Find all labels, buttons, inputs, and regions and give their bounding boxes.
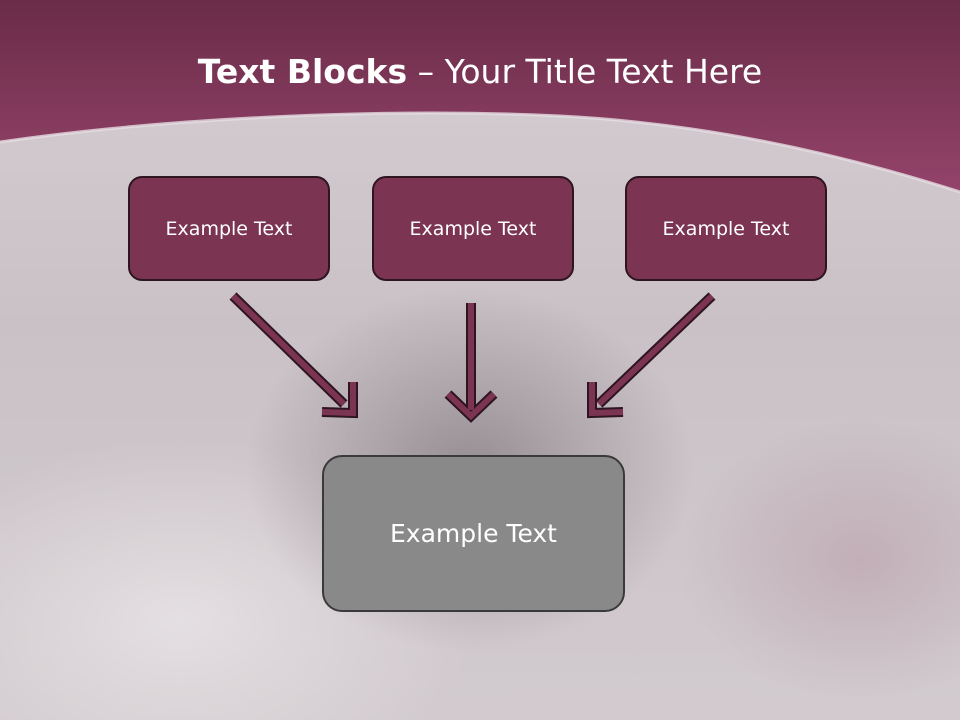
- text-block-2[interactable]: Example Text: [372, 176, 574, 281]
- title-bold: Text Blocks: [197, 52, 408, 91]
- text-block-1-label: Example Text: [165, 217, 293, 240]
- text-block-bottom-label: Example Text: [390, 519, 557, 548]
- text-block-bottom[interactable]: Example Text: [322, 455, 625, 612]
- text-block-3-label: Example Text: [662, 217, 790, 240]
- header-band: [0, 0, 960, 194]
- title-rest: – Your Title Text Here: [407, 52, 763, 91]
- text-block-3[interactable]: Example Text: [625, 176, 827, 281]
- text-block-2-label: Example Text: [409, 217, 537, 240]
- text-block-1[interactable]: Example Text: [128, 176, 330, 281]
- slide-title: Text Blocks – Your Title Text Here: [0, 52, 960, 91]
